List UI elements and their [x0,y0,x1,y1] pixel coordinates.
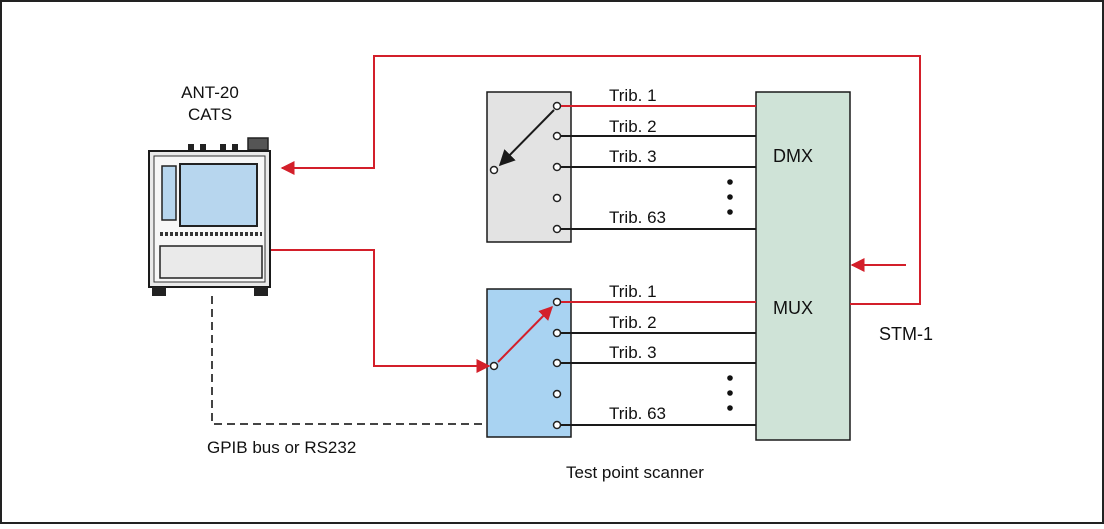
mux-label: MUX [773,298,813,318]
upper-switch-arm [498,109,555,167]
stm1-label: STM-1 [879,324,933,344]
lower-trib-lines [561,301,756,426]
lower-scanner [486,288,572,438]
dmx-mux-box [755,91,851,441]
upper-scanner [486,91,572,243]
upper-trib-63-label: Trib. 63 [609,208,666,227]
gpib-bus-label: GPIB bus or RS232 [207,438,356,457]
upper-trib-lines [561,105,756,230]
upper-trib-3-label: Trib. 3 [609,147,657,166]
ant20-device: ANT-20 CATS [148,83,271,296]
lower-trib-63-label: Trib. 63 [609,404,666,423]
lower-switch-arm [497,306,553,363]
device-name-line2: CATS [188,105,232,124]
upper-trib-2-label: Trib. 2 [609,117,657,136]
gpib-bus-line [211,296,487,425]
dmx-label: DMX [773,146,813,166]
stm1-return-path [280,55,921,305]
upper-trib-1-label: Trib. 1 [609,86,657,105]
lower-trib-3-label: Trib. 3 [609,343,657,362]
lower-trib-1-label: Trib. 1 [609,282,657,301]
lower-trib-2-label: Trib. 2 [609,313,657,332]
scanner-caption: Test point scanner [566,463,704,482]
device-name-line1: ANT-20 [181,83,239,102]
ant20-to-scanner-path [271,249,491,373]
